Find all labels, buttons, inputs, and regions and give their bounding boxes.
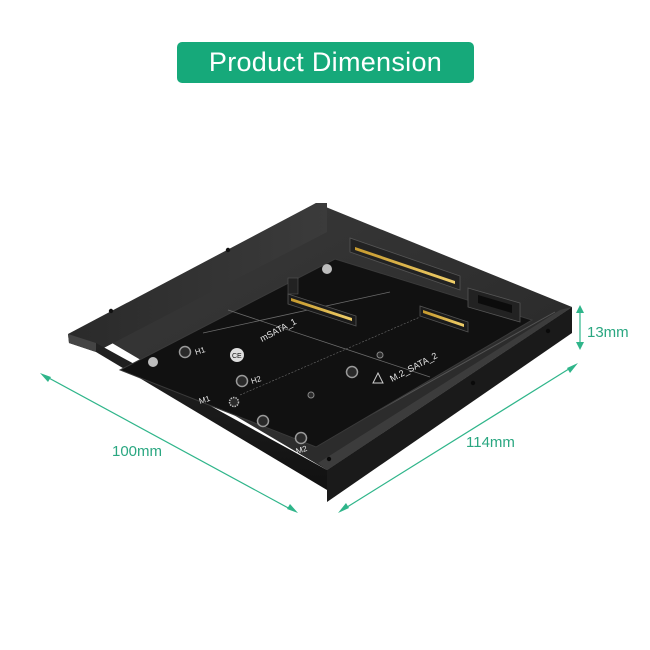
msata-slot-pins — [291, 298, 352, 321]
tray-right-wall — [327, 307, 572, 502]
screw-head — [228, 396, 240, 408]
adapter-pcb — [118, 258, 534, 448]
dimension-height-13mm — [576, 305, 584, 350]
pcb-label-h2: H2 — [250, 374, 263, 386]
warning-icon — [372, 371, 384, 384]
screw-head — [322, 264, 332, 274]
pcb-divider — [227, 309, 431, 378]
screw-hole — [470, 380, 476, 386]
ce-mark-text: CE — [232, 353, 242, 360]
screw-head — [148, 357, 158, 367]
pcb-label-m2: M2 — [295, 444, 309, 456]
standoff — [256, 414, 270, 428]
pcb-divider — [239, 316, 421, 396]
standoff — [294, 431, 308, 445]
dimension-label-height: 13mm — [587, 324, 629, 341]
product-dimension-banner: Product Dimension — [177, 42, 474, 83]
standoff — [178, 345, 192, 359]
screw-hole — [225, 247, 231, 253]
sata-connector-1-pins — [355, 247, 455, 284]
screw-hole — [108, 308, 114, 314]
screw-hole — [326, 456, 332, 462]
ce-mark — [230, 348, 244, 362]
dimension-label-length: 114mm — [466, 434, 515, 451]
standoff — [376, 351, 384, 359]
standoff — [235, 374, 249, 388]
tray-right-wall-top — [318, 307, 572, 470]
tray-left-wall — [68, 203, 327, 352]
pcb-label-m1: M1 — [198, 394, 212, 406]
dimension-length-114mm — [338, 363, 578, 513]
dimension-label-width: 100mm — [112, 443, 163, 460]
dimension-width-100mm — [40, 373, 298, 513]
pcb-label-h1: H1 — [194, 345, 207, 357]
m2-slot-pins — [423, 310, 464, 327]
sata-connector-2-port — [478, 295, 512, 313]
msata-latch — [287, 277, 299, 295]
standoff — [345, 365, 359, 379]
pcb-divider — [202, 291, 391, 334]
standoff — [307, 391, 315, 399]
tray-left-wall-edge — [68, 334, 96, 352]
screw-hole — [545, 328, 551, 334]
